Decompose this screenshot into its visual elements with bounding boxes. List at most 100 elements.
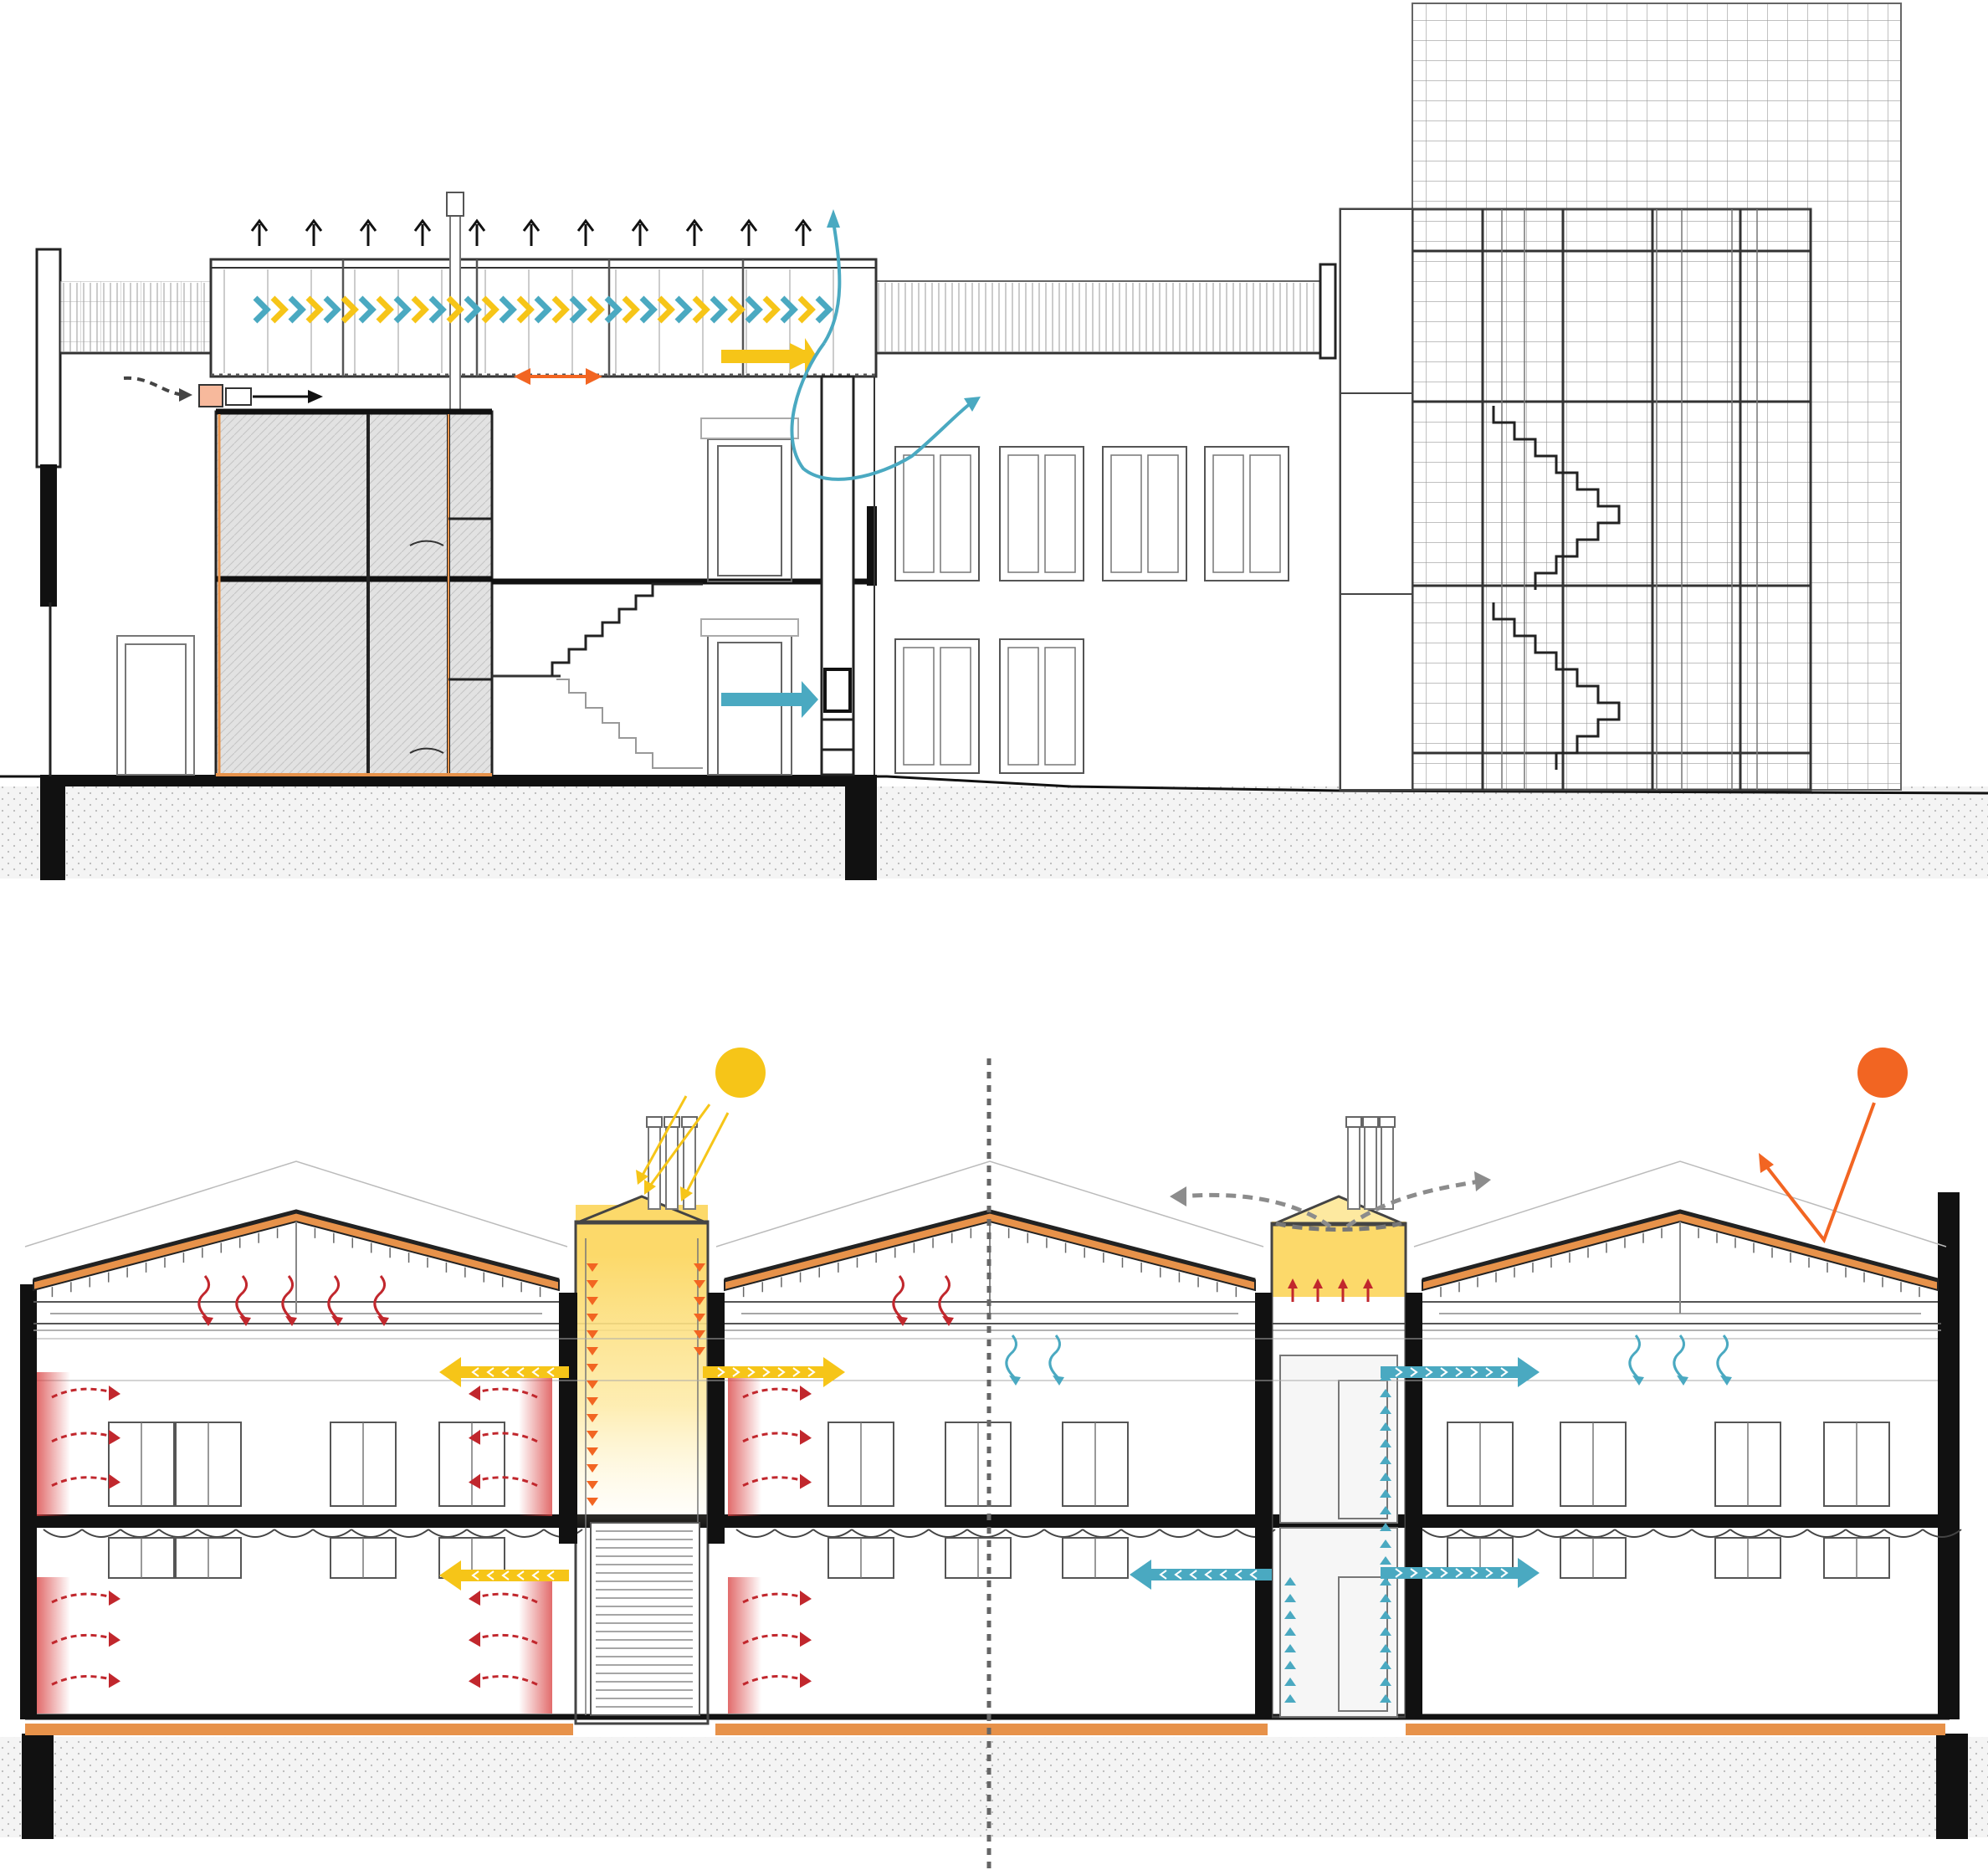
radiant-heat-icon [519, 1372, 552, 1516]
ventilation-arrow-icon [1381, 1366, 1521, 1378]
chevron [797, 295, 816, 324]
chevron [358, 295, 377, 324]
curl-arrow [1048, 1335, 1061, 1379]
chevron [446, 295, 464, 324]
window [999, 446, 1084, 581]
curl-arrow [1673, 1335, 1685, 1379]
ground-hatch-lower [0, 1737, 1988, 1837]
chevron [710, 295, 728, 324]
foundation-lower-left [22, 1734, 54, 1839]
chevron [1380, 1627, 1391, 1636]
cool-air-arrow [721, 681, 818, 718]
floor-slab-orange-2 [715, 1724, 1268, 1735]
chevron [622, 295, 640, 324]
shaft-wall-l2 [1255, 1293, 1272, 1719]
chevron [1284, 1594, 1296, 1602]
window [894, 446, 980, 581]
chevron [1284, 1611, 1296, 1619]
chevron [1380, 1372, 1391, 1381]
shaft-wall-l1 [559, 1293, 577, 1544]
sun-icon-orange [1857, 1048, 1908, 1098]
chevron [1380, 1456, 1391, 1464]
chevron [639, 295, 658, 324]
ventilation-arrow-icon [458, 1366, 569, 1378]
chevron [534, 295, 552, 324]
ground-hatch [0, 786, 1988, 879]
chevron [587, 1263, 598, 1272]
lower-section [0, 1048, 1988, 1875]
ground-slab [40, 775, 877, 786]
chevron [376, 295, 394, 324]
chevron [587, 1431, 598, 1439]
chevron [745, 295, 763, 324]
chevron [1284, 1644, 1296, 1652]
chevron [393, 295, 412, 324]
chevron [288, 295, 306, 324]
chimney [1381, 1124, 1394, 1210]
radiant-heat-icon [37, 1577, 70, 1714]
chevron [762, 295, 781, 324]
chevron [657, 295, 675, 324]
chevron [1284, 1661, 1296, 1669]
chimney [1347, 1124, 1360, 1210]
curl-arrows [197, 1275, 1732, 1386]
floor-slab-orange-1 [25, 1724, 573, 1735]
orange-double-arrow [514, 368, 602, 385]
chevron [587, 1347, 598, 1355]
chevron [694, 1263, 705, 1272]
parapet-cap [1319, 263, 1337, 360]
curl-arrow [892, 1275, 904, 1319]
chevron [1380, 1422, 1391, 1431]
chevron [1380, 1389, 1391, 1397]
chevron [1380, 1644, 1391, 1652]
chevron [1380, 1556, 1391, 1565]
foundation-left [40, 778, 65, 880]
solar-rays [639, 1095, 730, 1197]
chevron [1380, 1577, 1391, 1586]
chevron [1380, 1661, 1391, 1669]
intake-dashed-arrow [123, 376, 185, 397]
curl-arrow [1716, 1335, 1729, 1379]
chimney [665, 1124, 679, 1210]
chevron [481, 295, 500, 324]
foundation-right [845, 778, 877, 880]
chevron [1380, 1489, 1391, 1498]
exhaust-curve-arrow [790, 341, 972, 481]
floor-slab-orange-3 [1406, 1724, 1945, 1735]
chevron [323, 295, 341, 324]
warm-air-rise-arrows [1288, 1278, 1373, 1302]
chevron [1380, 1678, 1391, 1686]
lower-right-wall [1938, 1192, 1960, 1719]
chevron [270, 295, 289, 324]
chevron [674, 295, 693, 324]
chevron [1284, 1577, 1296, 1586]
exhaust-arrow-icon [1181, 1192, 1332, 1229]
warm-air-arrow [721, 338, 817, 375]
chimneys [646, 1116, 1396, 1210]
chevron [587, 295, 605, 324]
curl-arrow [235, 1275, 248, 1319]
curl-arrow [1628, 1335, 1641, 1379]
chevron [1380, 1694, 1391, 1703]
stair-lower [556, 679, 703, 769]
chevron [587, 1414, 598, 1422]
chevron [1380, 1439, 1391, 1447]
reflection-arrow-icon [1759, 1102, 1876, 1244]
chevron [694, 1330, 705, 1339]
chevron [1284, 1627, 1296, 1636]
chevron [587, 1397, 598, 1406]
curl-arrow [373, 1275, 386, 1319]
chevron [1380, 1611, 1391, 1619]
lower-left-wall [20, 1284, 37, 1719]
chevron [516, 295, 535, 324]
tower-stair-upper [1492, 406, 1621, 590]
shaft-wall-r2 [1406, 1293, 1422, 1719]
lower-windows [37, 1338, 1938, 1579]
chevron [305, 295, 324, 324]
chevron [604, 295, 623, 324]
window [999, 638, 1084, 774]
chevron [1380, 1473, 1391, 1481]
curl-arrow [197, 1275, 210, 1319]
